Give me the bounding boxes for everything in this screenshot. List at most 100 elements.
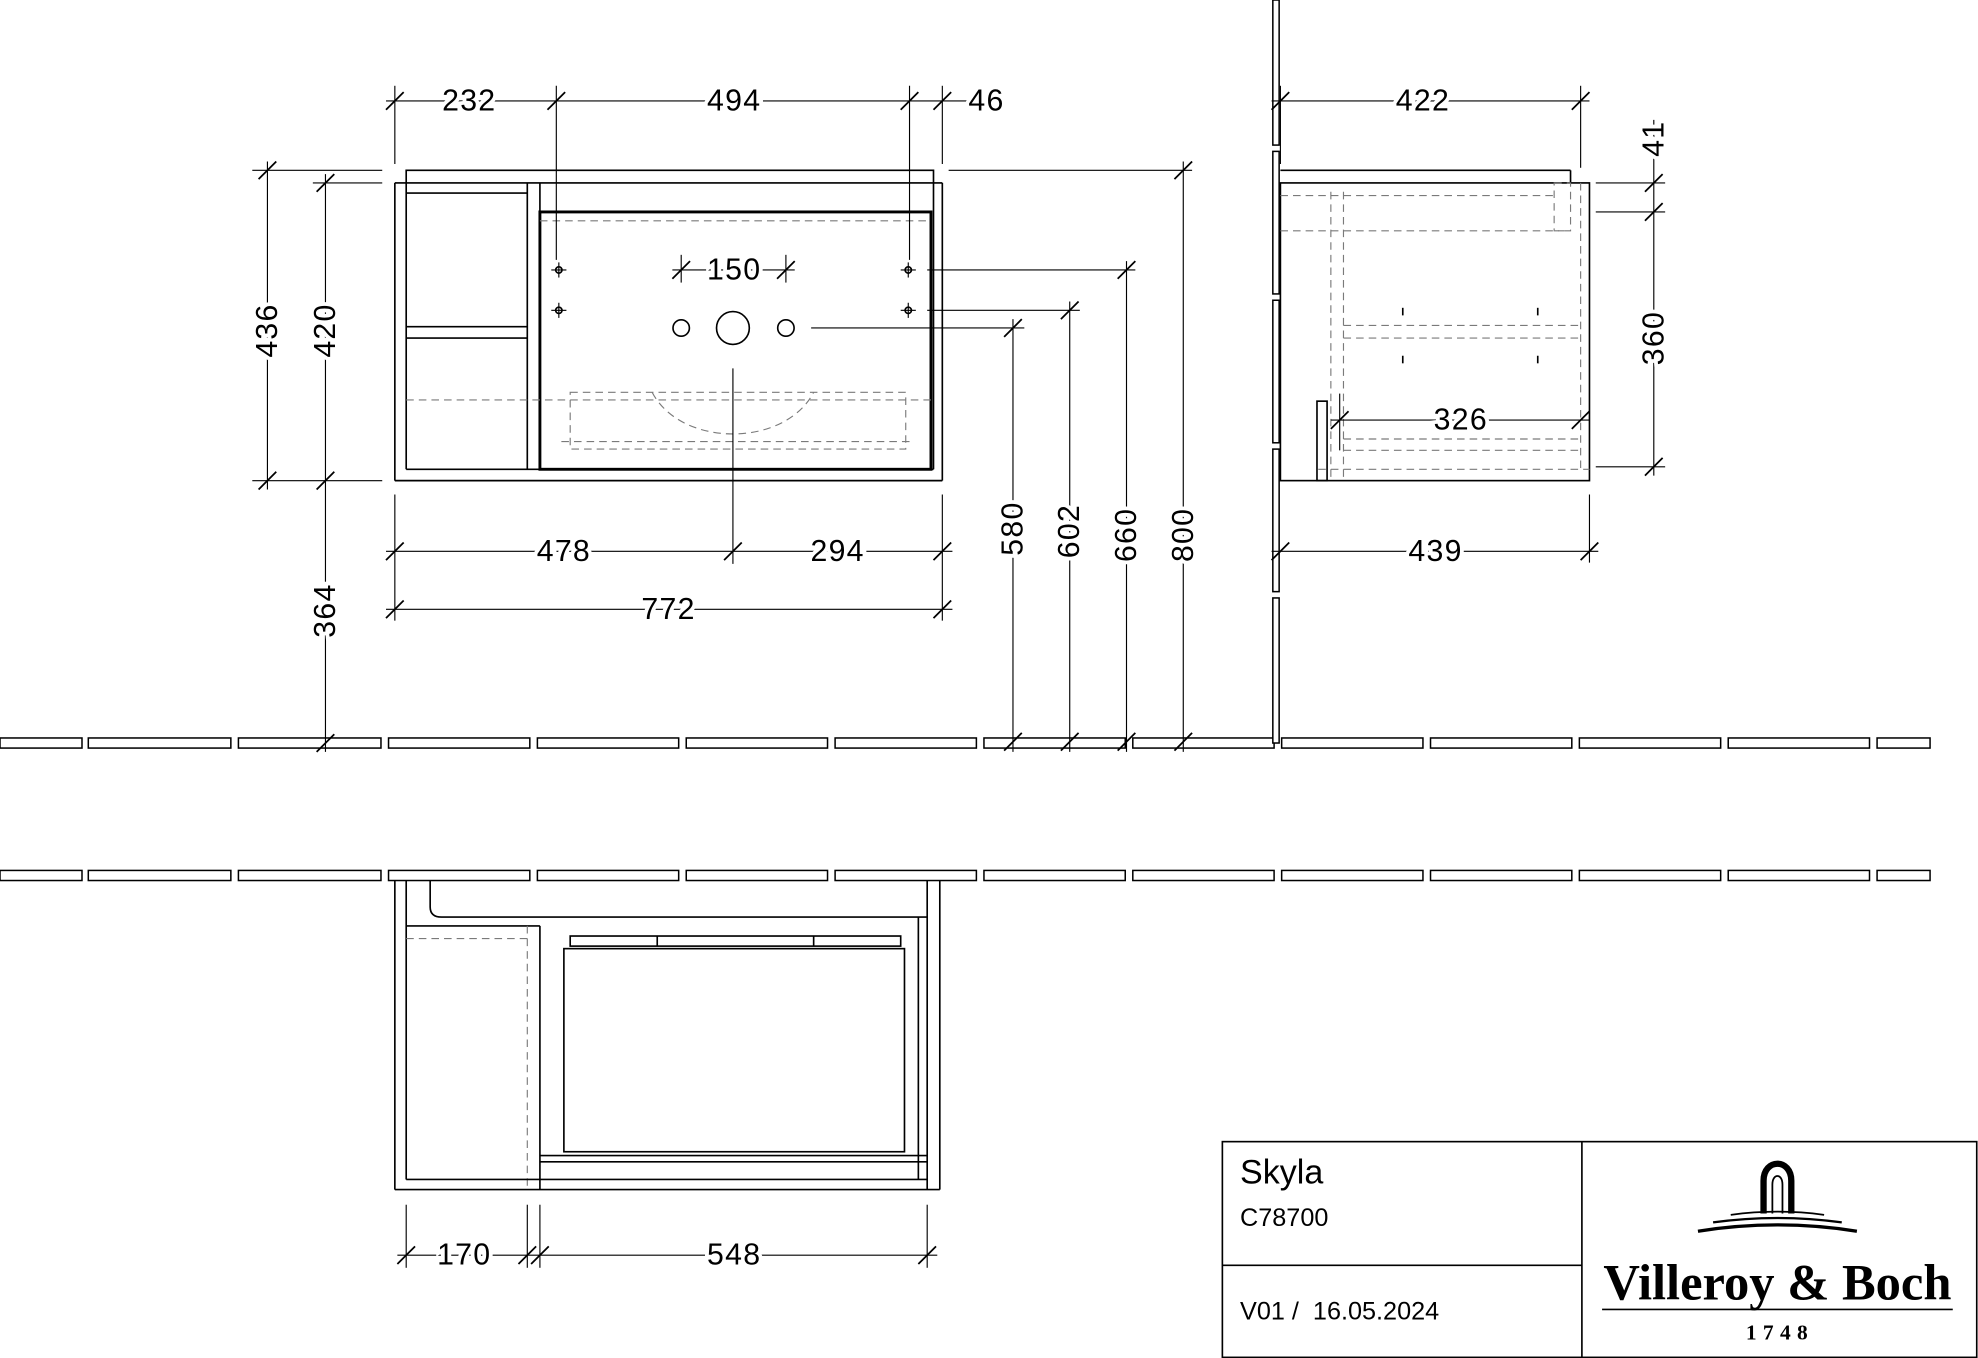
dimension-tick	[1644, 457, 1664, 477]
wall-segment	[1272, 150, 1280, 295]
dimension-tick	[1003, 318, 1023, 338]
dimension-tick	[385, 599, 405, 619]
wall-segment	[387, 869, 531, 882]
dimension-tick	[257, 160, 277, 180]
wall-segment	[536, 869, 680, 882]
dim-label-580: 580	[996, 501, 1029, 555]
dim-label-800: 800	[1167, 508, 1200, 562]
floor-segment	[1727, 737, 1871, 749]
dimension-tick	[396, 1245, 416, 1265]
dim-label-150: 150	[707, 253, 761, 286]
dimension-tick	[776, 260, 796, 280]
dim-label-360: 360	[1637, 311, 1670, 365]
dimension-tick	[1571, 91, 1591, 111]
dimension-tick	[257, 471, 277, 491]
tap-hole-right	[776, 318, 795, 338]
title-block-frame	[1221, 1140, 1978, 1358]
wall-segment	[0, 869, 83, 882]
dimension-tick	[1173, 732, 1193, 752]
dimension-tick	[316, 471, 335, 491]
floor-segment	[1578, 737, 1722, 749]
dimension-ticks	[257, 91, 1664, 1265]
dimension-tick	[385, 91, 405, 111]
dim-label-364: 364	[309, 583, 342, 637]
dimension-tick	[316, 733, 335, 753]
floor-segment	[1429, 737, 1573, 749]
dim-label-294: 294	[810, 535, 864, 568]
dimension-tick	[932, 91, 952, 111]
dimension-tick	[932, 541, 952, 561]
dim-label-660: 660	[1110, 508, 1143, 562]
tap-hole-center	[715, 310, 751, 346]
dimension-tick	[1003, 732, 1023, 752]
brand-logo: Villeroy & Boch 1748	[1602, 1160, 1953, 1345]
dimension-tick	[1644, 173, 1664, 193]
wall-segment	[834, 869, 978, 882]
mounting-hole	[900, 262, 916, 278]
wall-segment	[1272, 448, 1280, 593]
dimension-tick	[1060, 732, 1080, 752]
version-date: V01 / 16.05.2024	[1240, 1298, 1439, 1326]
dim-label-326: 326	[1434, 404, 1488, 437]
dimension-tick	[546, 91, 566, 111]
floor-segment	[387, 737, 531, 749]
front-view	[394, 169, 944, 564]
wall-segment	[1272, 299, 1280, 444]
dim-label-232: 232	[442, 84, 496, 117]
dim-label-772: 772	[641, 593, 695, 626]
side-view-dimensions: 422 439 326 41 360	[1271, 81, 1674, 572]
dim-label-422: 422	[1396, 84, 1450, 117]
dimension-tick	[1270, 91, 1290, 111]
dimension-tick	[671, 260, 691, 280]
brand-name: Villeroy & Boch	[1603, 1254, 1951, 1310]
wall-segment	[983, 869, 1126, 882]
faucet-icon	[1697, 1160, 1858, 1233]
hidden-overflow-recess	[1553, 182, 1572, 232]
dim-label-41: 41	[1637, 121, 1670, 157]
wall-segment	[237, 869, 382, 882]
dimension-tick	[1173, 160, 1193, 180]
floor-segment	[834, 737, 978, 749]
mounting-hole	[900, 302, 916, 318]
floor-segment	[1876, 737, 1931, 749]
cabinet-outline	[1279, 182, 1591, 482]
wall-line-side	[1272, 0, 1280, 744]
front-view-dimensions: 232 494 46 150 436 420 364 478 294 772	[247, 81, 1204, 752]
floor-line	[0, 737, 1931, 749]
dimension-tick	[385, 541, 405, 561]
wall-segment	[87, 869, 232, 882]
dimension-tick	[530, 1245, 550, 1265]
dim-label-46: 46	[968, 84, 1004, 117]
plan-view-dimensions: 170 548	[397, 1204, 938, 1275]
dim-label-602: 602	[1053, 504, 1086, 558]
brand-year: 1748	[1746, 1321, 1814, 1345]
floor-segment	[536, 737, 680, 749]
dimension-tick	[1571, 410, 1591, 430]
floor-segment	[237, 737, 382, 749]
drawer-runner-bracket	[1316, 400, 1328, 482]
wall-segment	[1578, 869, 1722, 882]
dim-label-439: 439	[1408, 535, 1462, 568]
wall-line-plan	[0, 869, 1931, 882]
product-code: C78700	[1240, 1204, 1328, 1232]
floor-segment	[87, 737, 232, 749]
countertop-back-edge	[429, 880, 928, 918]
dim-label-436: 436	[251, 303, 284, 357]
dim-label-494: 494	[707, 84, 761, 117]
dimension-tick	[1117, 260, 1136, 280]
mounting-hole	[551, 302, 567, 318]
product-name: Skyla	[1240, 1153, 1323, 1191]
countertop-edge	[405, 169, 935, 184]
dim-label-170: 170	[437, 1239, 491, 1272]
tap-hole-left	[672, 318, 691, 338]
plan-view	[394, 880, 941, 1191]
drawer-front	[538, 210, 933, 471]
wall-segment	[1727, 869, 1871, 882]
dim-label-420: 420	[309, 303, 342, 357]
dimension-tick	[1117, 732, 1136, 752]
wall-segment	[685, 869, 829, 882]
dimension-tick	[1580, 541, 1599, 561]
dimension-tick	[1270, 541, 1290, 561]
dim-label-548: 548	[707, 1239, 761, 1272]
wall-segment	[1429, 869, 1573, 882]
